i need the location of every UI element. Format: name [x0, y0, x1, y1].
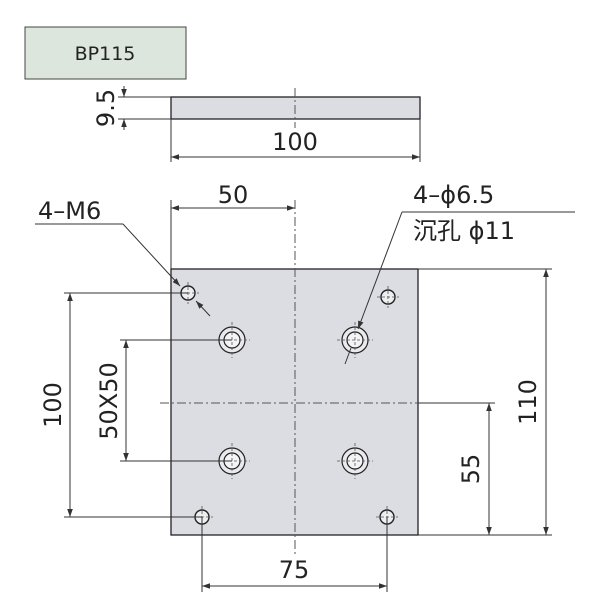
- left-height-text: 100: [39, 382, 67, 428]
- part-label: BP115: [75, 43, 136, 65]
- counterbore-spec-text: 沉孔 ϕ11: [413, 217, 515, 245]
- side-view: 9.5 100: [92, 86, 421, 162]
- counterbore-count-text: 4–ϕ6.5: [413, 181, 494, 209]
- pitch-text: 50X50: [95, 362, 123, 440]
- tapped-hole-callout-text: 4–M6: [38, 197, 101, 225]
- part-label-box: BP115: [24, 26, 187, 80]
- counterbore-hole: [337, 443, 373, 479]
- plate-top-view: [160, 200, 430, 556]
- thickness-dimension: 9.5: [92, 89, 120, 127]
- bottom-width-text: 75: [279, 556, 310, 584]
- left-height-dimension: 100: [39, 292, 202, 518]
- pitch-dimension: 50X50: [95, 339, 232, 462]
- right-offset-text: 55: [457, 454, 485, 485]
- counterbore-callout: 4–ϕ6.5 沉孔 ϕ11: [344, 181, 575, 365]
- right-height-dimension: 110: [418, 268, 552, 536]
- tapped-hole: [377, 286, 399, 308]
- hole-offset-dimension: 50: [170, 181, 295, 269]
- right-offset-dimension: 55: [418, 402, 495, 535]
- counterbore-hole: [337, 322, 373, 358]
- bottom-width-dimension: 75: [201, 517, 388, 592]
- counterbore-hole: [214, 322, 250, 358]
- right-height-text: 110: [514, 379, 542, 425]
- top-width-dimension: 100: [272, 128, 318, 156]
- hole-offset-text: 50: [218, 181, 249, 209]
- tapped-hole-callout: 4–M6: [35, 197, 211, 317]
